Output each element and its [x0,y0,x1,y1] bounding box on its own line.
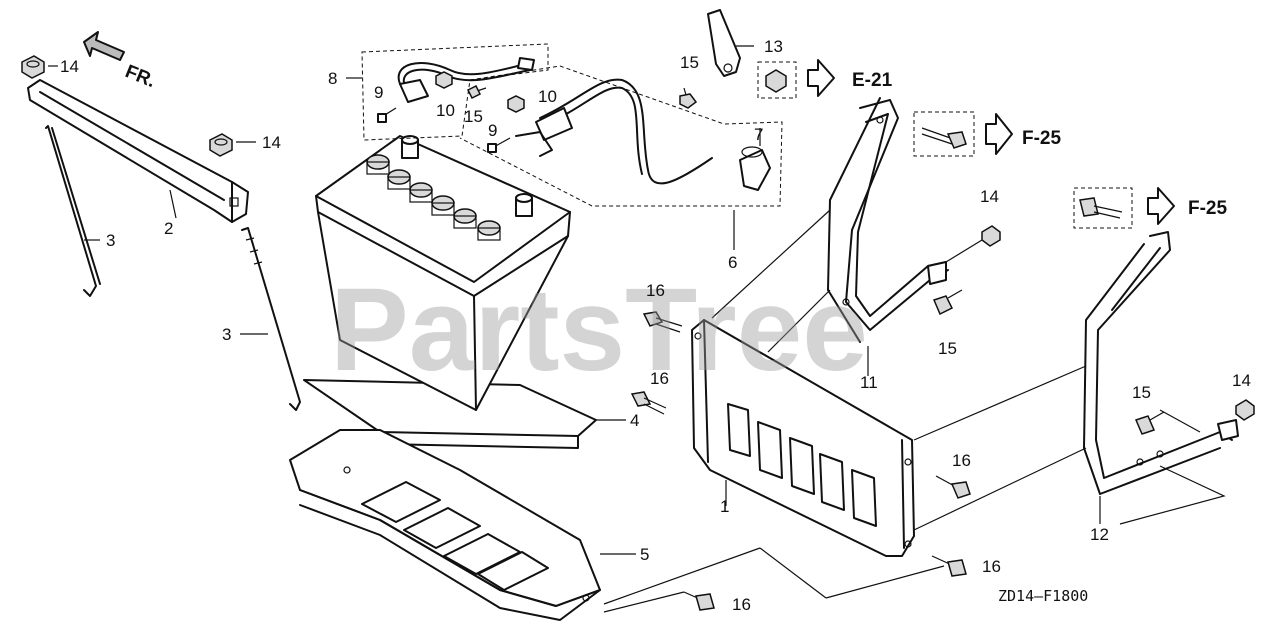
callout-1[interactable]: 1 [720,497,729,516]
callout-12[interactable]: 12 [1090,525,1109,544]
callout-11[interactable]: 11 [860,373,878,392]
callout-16[interactable]: 16 [952,451,971,470]
terminal-bolt-pos[interactable] [487,137,511,153]
terminal-nut-pos[interactable] [507,95,525,113]
ref-bolt-f25-right[interactable] [1073,187,1133,229]
flange-bolt-small-stay-left[interactable] [932,289,963,316]
callout-15[interactable]: 15 [680,53,699,72]
flange-bolt-small-neg[interactable] [466,84,487,100]
callout-13[interactable]: 13 [764,37,783,56]
callout-16[interactable]: 16 [732,595,751,614]
ref-label-f25-left[interactable]: F-25 [1022,128,1062,149]
callout-15[interactable]: 15 [1132,383,1151,402]
leader-lines [48,45,1226,613]
flange-bolt-small-stay-right[interactable] [1134,411,1165,435]
battery-cover-plate[interactable] [691,319,915,557]
callout-2[interactable]: 2 [164,219,173,238]
front-direction-marker: FR. [83,31,158,92]
flange-bolt-cover-bottom[interactable] [931,555,967,577]
terminal-nut-neg[interactable] [435,71,453,89]
flange-bolt-cover-top[interactable] [642,311,683,333]
terminal-bolt-neg[interactable] [377,107,397,123]
callout-14[interactable]: 14 [60,57,79,76]
battery-terminals [401,135,533,217]
callout-9[interactable]: 9 [374,83,383,102]
callout-9[interactable]: 9 [488,121,497,140]
callout-15[interactable]: 15 [464,107,483,126]
left-stay[interactable] [827,97,949,343]
ref-label-e21[interactable]: E-21 [852,70,893,91]
callout-14[interactable]: 14 [262,133,281,152]
flange-nut-stay-left[interactable] [981,225,1001,247]
flange-bolt-cover-mid[interactable] [630,391,667,415]
ref-label-f25-right[interactable]: F-25 [1188,198,1228,219]
negative-battery-cable[interactable] [361,43,549,141]
callout-15[interactable]: 15 [938,339,957,358]
ref-bolt-f25-left[interactable] [913,111,975,157]
battery-caps [366,154,501,241]
battery-hold-bar[interactable] [27,79,249,223]
flange-nut-topleft[interactable] [21,55,45,79]
flange-bolt-small-top[interactable] [679,87,698,109]
battery-tray[interactable] [289,429,601,621]
callout-10[interactable]: 10 [436,101,455,120]
ref-arrow-f25-left [985,113,1013,155]
callout-16[interactable]: 16 [982,557,1001,576]
diagram-code: ZD14—F1800 [998,587,1088,605]
callout-14[interactable]: 14 [980,187,999,206]
hold-rod-left[interactable] [45,125,101,297]
callout-3[interactable]: 3 [106,231,115,250]
callout-10[interactable]: 10 [538,87,557,106]
callout-7[interactable]: 7 [754,125,763,144]
callout-14[interactable]: 14 [1232,371,1251,390]
flange-bolt-cover-right[interactable] [935,475,971,499]
callout-4[interactable]: 4 [630,411,639,430]
flange-bolt-tray[interactable] [683,591,715,611]
watermark: PartsTree [330,264,868,396]
callout-16[interactable]: 16 [650,369,669,388]
callout-16[interactable]: 16 [646,281,665,300]
callout-5[interactable]: 5 [640,545,649,564]
ref-arrow-f25-right [1147,187,1175,225]
right-stay[interactable] [1083,231,1239,495]
callout-8[interactable]: 8 [328,69,337,88]
flange-nut-bar[interactable] [209,133,233,157]
positive-battery-cable[interactable] [459,65,783,207]
battery [315,135,571,411]
direction-label: FR. [122,61,158,92]
ref-arrow-e21 [807,59,835,97]
ground-terminal[interactable] [707,9,741,77]
hold-rod-right[interactable] [241,227,301,411]
callout-6[interactable]: 6 [728,253,737,272]
flange-nut-stay-right[interactable] [1235,399,1255,421]
terminal-cover[interactable] [739,146,771,191]
ref-nut-e21[interactable] [757,61,797,99]
callout-3[interactable]: 3 [222,325,231,344]
